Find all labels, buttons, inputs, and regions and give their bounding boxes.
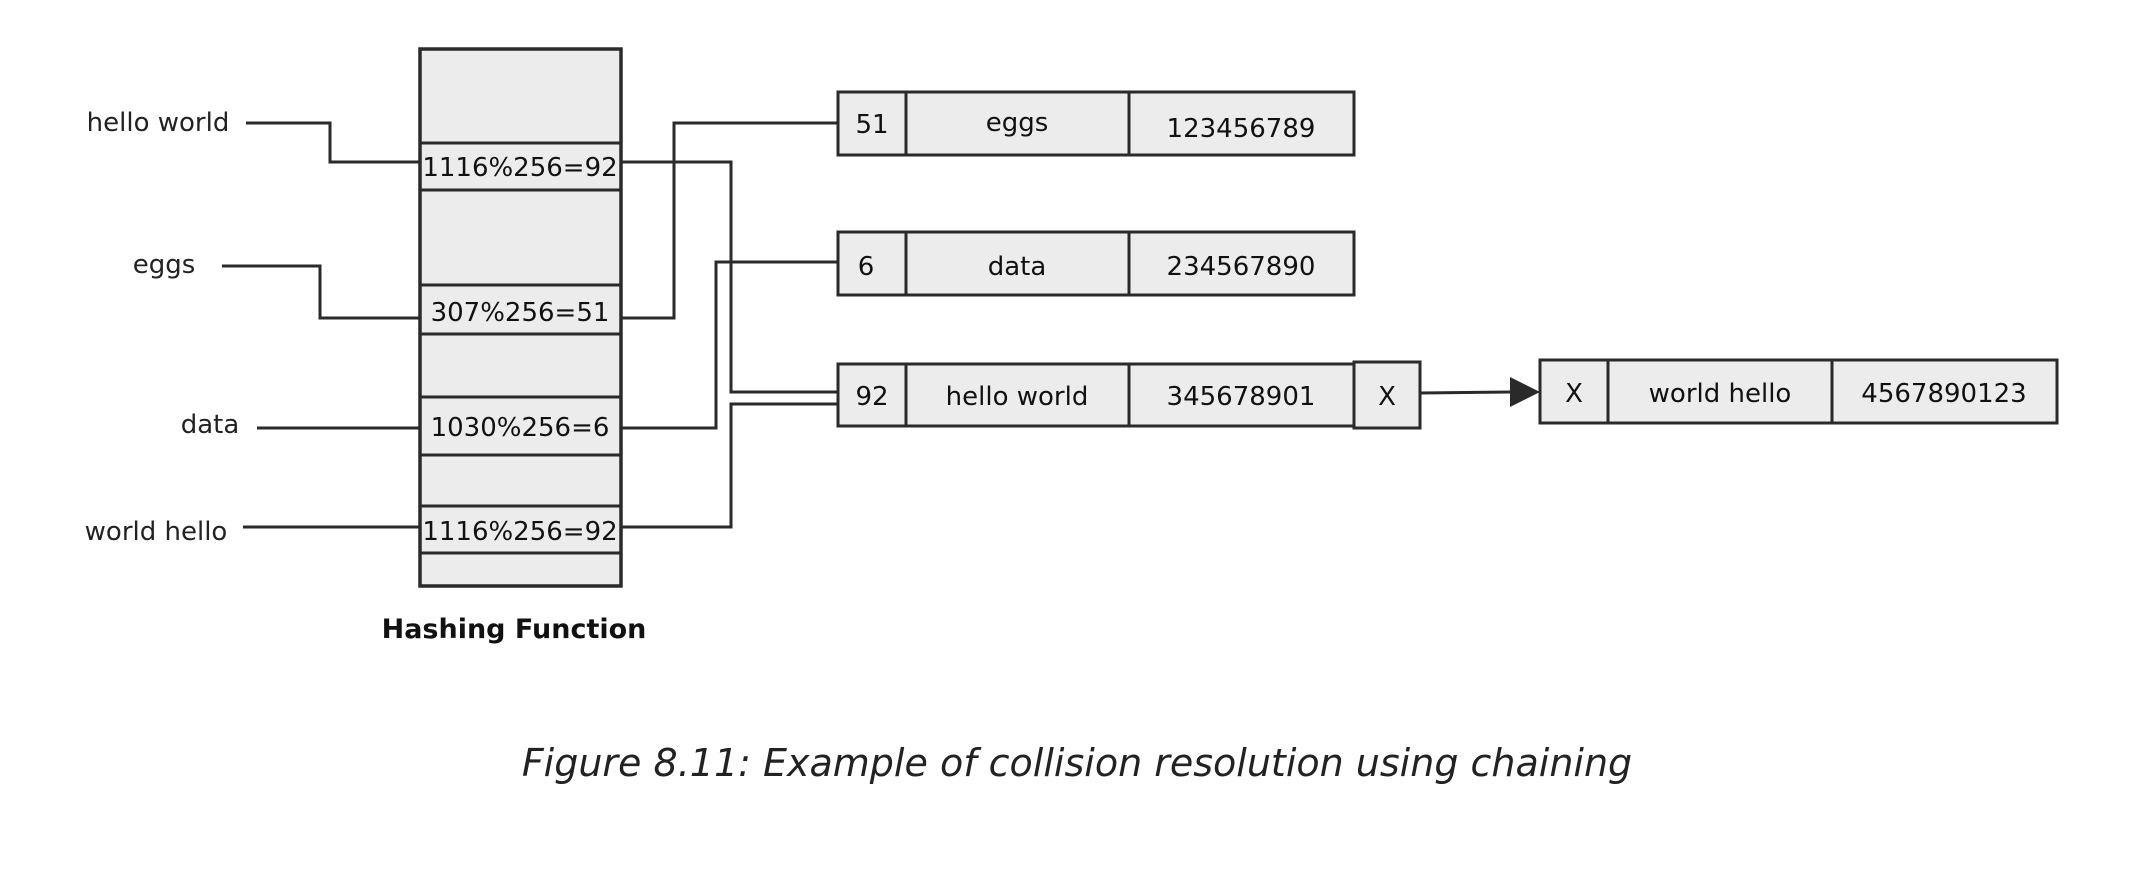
hash-column-title: Hashing Function xyxy=(382,614,647,645)
bucket-index: 92 xyxy=(855,382,888,412)
wire-hello-world-out xyxy=(621,160,838,394)
chained-node: X world hello 4567890123 xyxy=(1538,358,2059,425)
chain-arrow-head xyxy=(1510,377,1540,407)
hash-table-column xyxy=(418,47,623,588)
input-data: data xyxy=(181,410,240,440)
hash-slot-4: 1116%256=92 xyxy=(422,517,617,547)
wire-eggs-in xyxy=(222,264,420,320)
chained-node-key: world hello xyxy=(1649,379,1792,409)
bucket-row-51: 51 eggs 123456789 xyxy=(836,90,1356,157)
bucket-index: 6 xyxy=(858,252,875,282)
bucket-key: eggs xyxy=(986,108,1049,138)
hash-slot-2: 307%256=51 xyxy=(431,298,610,328)
input-world-hello: world hello xyxy=(85,517,228,547)
input-eggs: eggs xyxy=(133,250,196,280)
wire-data-out xyxy=(621,260,838,430)
bucket-value: 234567890 xyxy=(1167,252,1316,282)
chained-node-index: X xyxy=(1565,379,1583,409)
bucket-row-6: 6 data 234567890 xyxy=(836,230,1356,297)
bucket-value: 345678901 xyxy=(1167,382,1316,412)
wire-eggs-out xyxy=(621,121,838,320)
bucket-next-pointer: X xyxy=(1378,382,1396,412)
chained-node-value: 4567890123 xyxy=(1861,379,2026,409)
wire-world-hello-out xyxy=(621,402,838,529)
input-hello-world: hello world xyxy=(87,108,230,138)
bucket-value: 123456789 xyxy=(1167,114,1316,144)
bucket-key: hello world xyxy=(946,382,1089,412)
figure-caption: Figure 8.11: Example of collision resolu… xyxy=(522,741,1632,785)
wire-hello-world-in xyxy=(246,121,420,164)
hash-slot-1: 1116%256=92 xyxy=(422,153,617,183)
bucket-row-92: 92 hello world 345678901 X xyxy=(836,360,1422,430)
bucket-key: data xyxy=(988,252,1047,282)
chain-arrow-line xyxy=(1419,390,1511,395)
bucket-index: 51 xyxy=(855,110,888,140)
hash-slot-3: 1030%256=6 xyxy=(431,413,610,443)
